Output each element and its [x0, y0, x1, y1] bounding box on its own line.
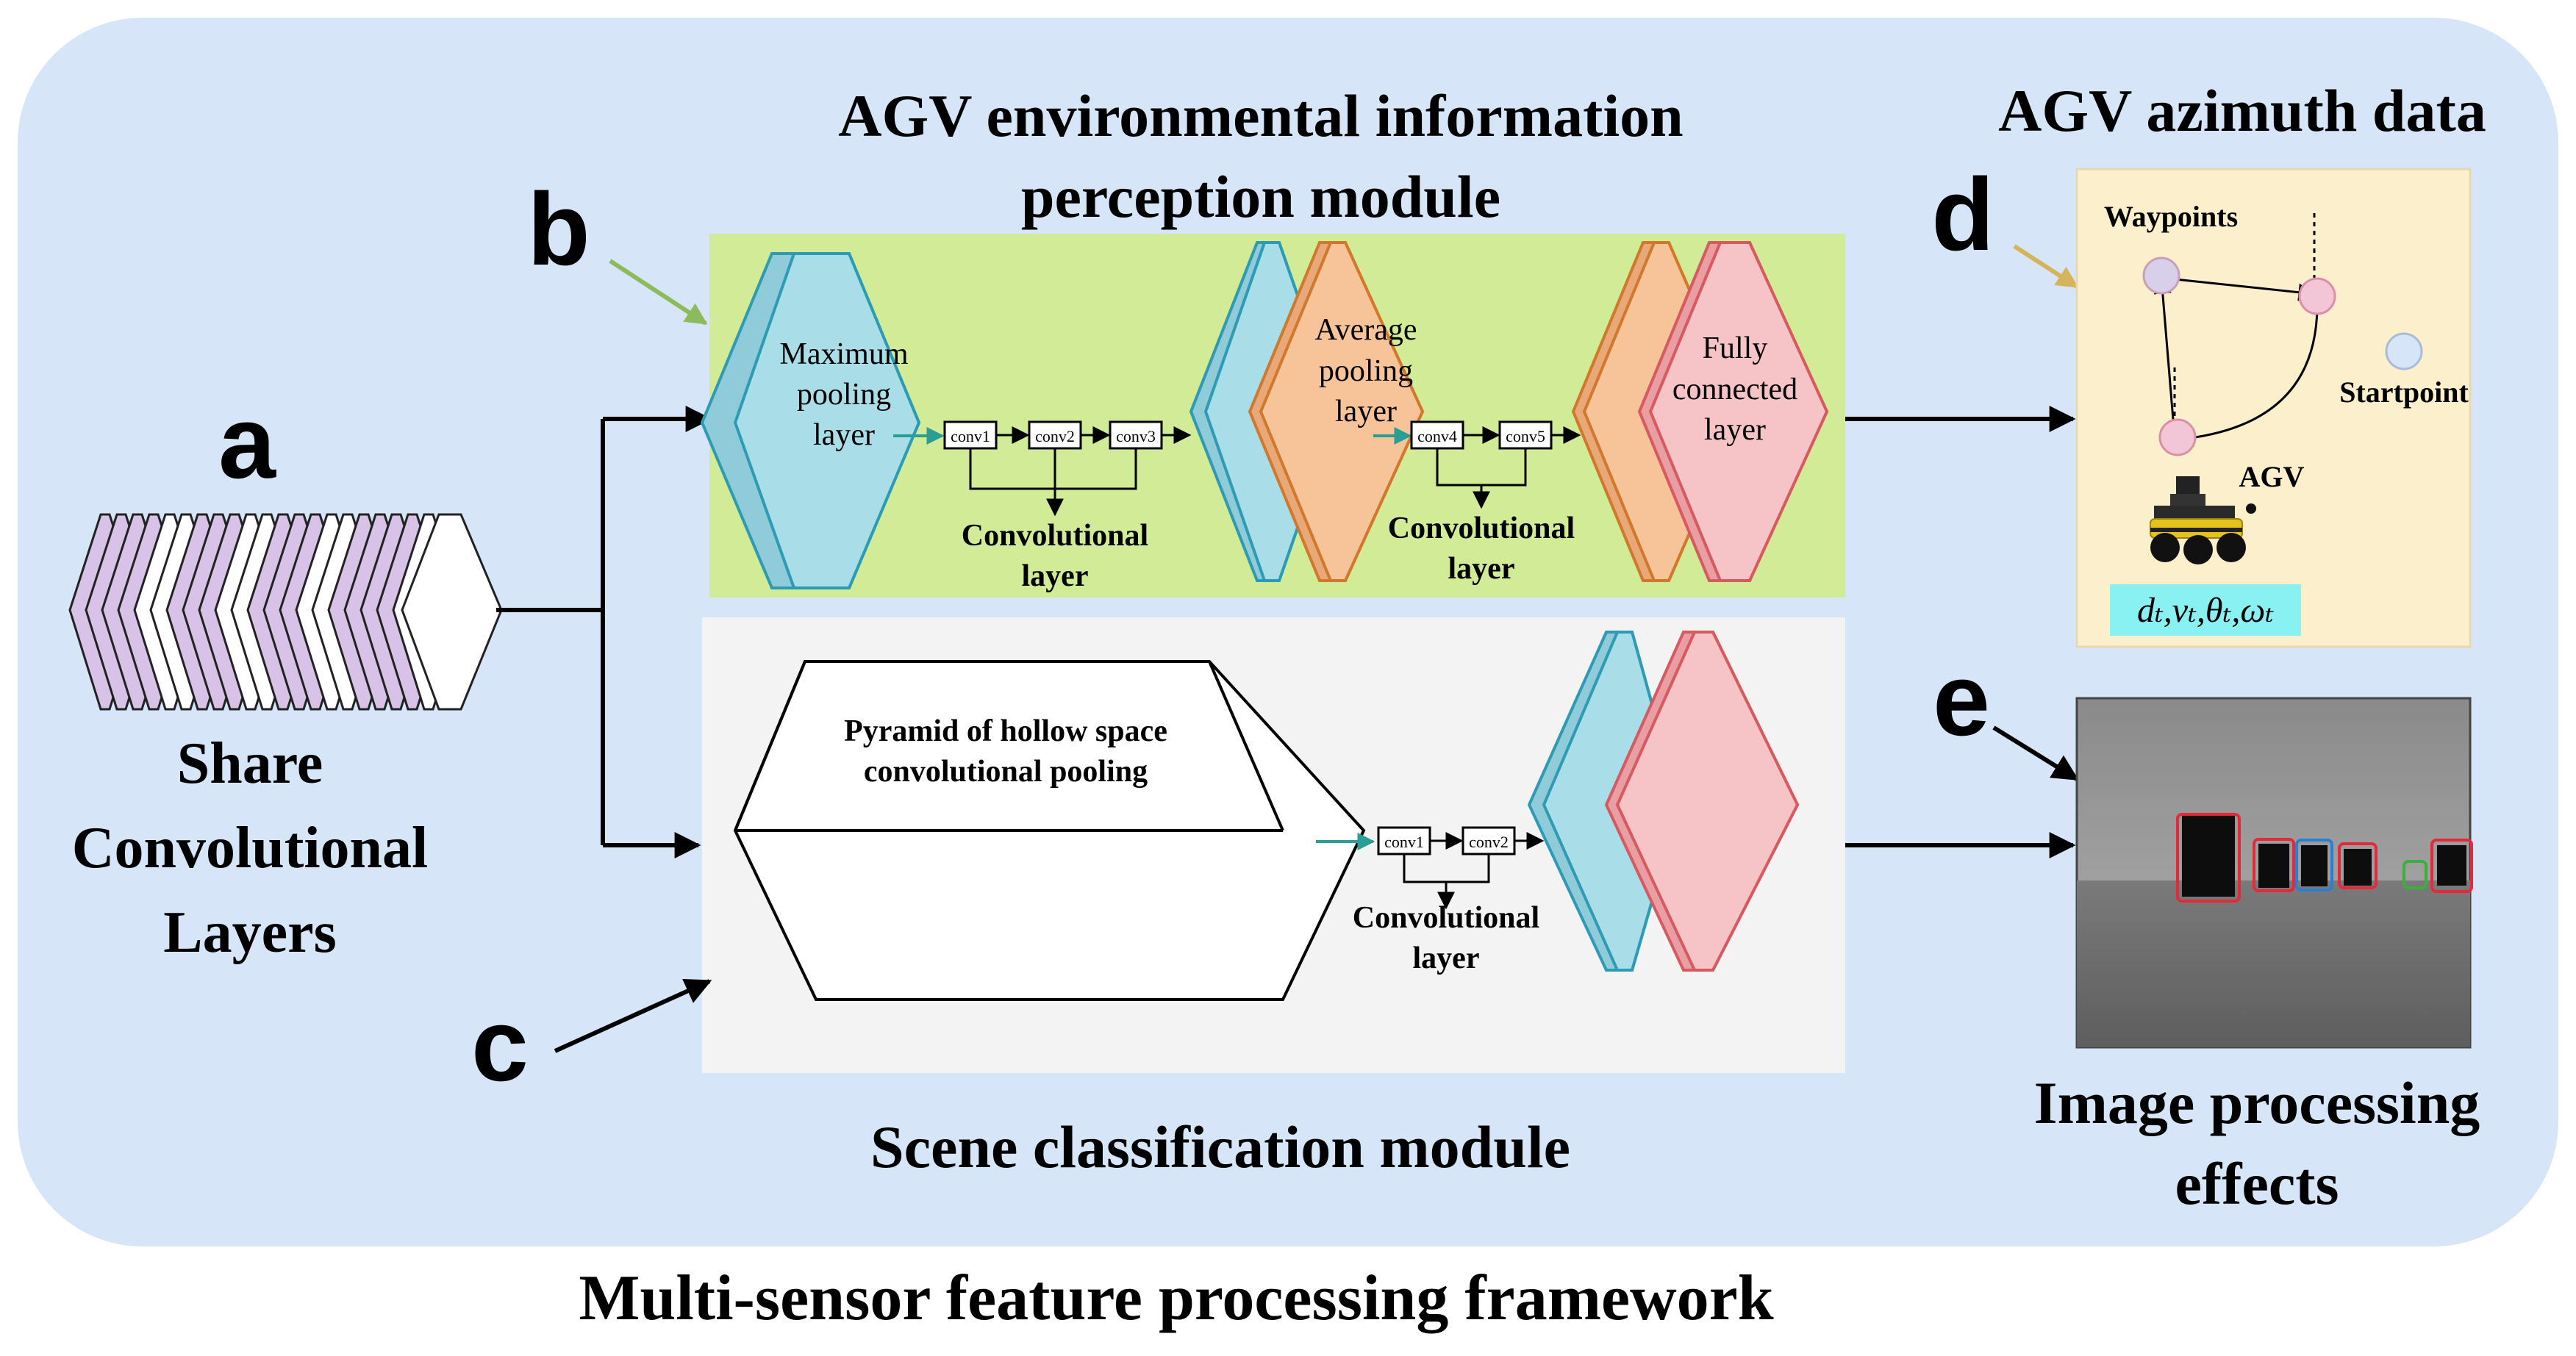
- branch-connector: [496, 406, 712, 858]
- fully-connected-layer: [1571, 241, 1829, 582]
- max-pool-line1: Maximum: [780, 337, 909, 371]
- state-formula: dₜ,vₜ,θₜ,ωₜ: [2137, 591, 2274, 630]
- conv4-box-label: conv4: [1417, 427, 1457, 445]
- avg-pool-line2: pooling: [1319, 354, 1413, 388]
- arrow-b: [609, 259, 708, 326]
- pyramid-line1: Pyramid of hollow space: [844, 714, 1167, 748]
- waypoint-1: [2142, 257, 2180, 295]
- formula-box: [2110, 584, 2301, 636]
- shared-conv-stack: [68, 513, 503, 711]
- framework-title: Multi-sensor feature processing framewor…: [579, 1263, 1773, 1334]
- azimuth-title: AGV azimuth data: [1998, 77, 2486, 144]
- avg-pool-line3: layer: [1335, 395, 1397, 428]
- conv2-box-label: conv2: [1035, 427, 1075, 445]
- conv-block-3: [1377, 826, 1545, 910]
- conv-block-1: [943, 420, 1192, 517]
- conv-label-1-line1: Convolutional: [962, 519, 1148, 553]
- average-pooling-layer: [1189, 241, 1425, 582]
- startpoint-label: Startpoint: [2339, 376, 2469, 409]
- conv-label-3-line2: layer: [1413, 941, 1480, 975]
- shared-label-line3: Layers: [163, 900, 337, 965]
- max-pooling-layer: [700, 252, 921, 589]
- shared-label-line1: Share: [177, 731, 323, 796]
- shared-label-line2: Convolutional: [72, 816, 429, 880]
- conv5-box-label: conv5: [1506, 427, 1545, 445]
- conv-label-2-line1: Convolutional: [1388, 512, 1575, 545]
- waypoint-3: [2158, 418, 2197, 456]
- waypoints-label: Waypoints: [2104, 200, 2238, 233]
- startpoint-marker: [2385, 332, 2423, 370]
- arrow-e: [1992, 725, 2080, 781]
- label-b: b: [527, 171, 590, 287]
- scene-conv2-box-label: conv2: [1469, 833, 1509, 851]
- detection-image: [2075, 697, 2473, 1049]
- conv-block-2: [1410, 420, 1581, 509]
- agv-robot-icon: [2150, 476, 2256, 564]
- fc-line1: Fully: [1703, 331, 1768, 365]
- perception-title-line2: perception module: [1021, 163, 1500, 230]
- scene-title: Scene classification module: [870, 1113, 1570, 1180]
- image-effects-line1: Image processing: [2034, 1069, 2480, 1136]
- max-pool-line2: pooling: [797, 378, 891, 412]
- image-effects-line2: effects: [2175, 1150, 2339, 1217]
- scene-output-layers: [1527, 631, 1800, 972]
- max-pool-line3: layer: [813, 418, 875, 452]
- arrow-c: [554, 978, 712, 1053]
- label-d: d: [1931, 157, 1994, 272]
- label-a: a: [218, 384, 276, 500]
- perception-title-line1: AGV environmental information: [838, 82, 1684, 149]
- fc-line2: connected: [1672, 373, 1797, 406]
- pyramid-line2: convolutional pooling: [864, 755, 1148, 789]
- conv3-box-label: conv3: [1116, 427, 1156, 445]
- fc-line3: layer: [1704, 413, 1766, 447]
- conv-label-1-line2: layer: [1022, 559, 1089, 593]
- avg-pool-line1: Average: [1314, 313, 1417, 347]
- conv1-box-label: conv1: [951, 427, 990, 445]
- label-e: e: [1933, 642, 1990, 757]
- conv-label-2-line2: layer: [1448, 552, 1515, 586]
- waypoint-2: [2298, 277, 2336, 315]
- label-c: c: [471, 987, 529, 1102]
- arrow-d: [2013, 244, 2079, 289]
- agv-label: AGV: [2239, 460, 2305, 493]
- conv-label-3-line1: Convolutional: [1353, 901, 1539, 935]
- scene-conv1-box-label: conv1: [1384, 833, 1424, 851]
- pyramid-block: [733, 660, 1366, 1001]
